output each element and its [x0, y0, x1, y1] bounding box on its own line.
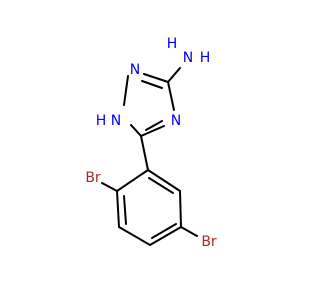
- bond-ph-c4-c5: [149, 226, 182, 246]
- atom-label-br-meta: Br: [201, 234, 217, 250]
- atom-label-amine-h2: H: [200, 50, 211, 66]
- bond-ph-c1-c2: [116, 169, 149, 192]
- bond-ph-c6-c1: [147, 169, 181, 192]
- bond-c3-n2: [143, 73, 169, 83]
- bond-ph-c6-c1-double: [148, 177, 174, 194]
- bond-layer: [101, 67, 198, 246]
- bond-c2-br: [101, 182, 118, 192]
- atom-label-triazole-n4: N: [171, 113, 181, 129]
- atom-label-amine-n: N: [183, 50, 193, 66]
- bond-ph-c3-c4: [118, 226, 151, 246]
- atom-label-triazole-nh: N: [111, 113, 121, 129]
- bond-triazole-phenyl: [140, 135, 149, 171]
- atom-label-triazole-n1: N: [130, 62, 140, 78]
- bond-c5-n4: [140, 125, 165, 137]
- bond-n1-c5: [130, 124, 142, 137]
- bond-ph-c2-c3-double: [123, 195, 127, 225]
- bond-ph-c4-c5-double: [151, 223, 177, 239]
- molecule-structure-diagram: H N H N H N N Br Br: [85, 36, 217, 250]
- bond-n2-n1: [123, 75, 129, 106]
- atom-label-br-ortho: Br: [85, 170, 101, 186]
- atom-label-layer: H N H N H N N Br Br: [85, 36, 217, 250]
- bond-c3-nh2: [167, 67, 181, 83]
- bond-n4-c3: [167, 81, 175, 111]
- bond-c3-n2-double: [141, 80, 163, 89]
- bond-ph-c5-c6: [179, 190, 182, 228]
- bond-ph-c2-c3: [116, 190, 120, 228]
- bond-c5-n4-double: [145, 120, 163, 131]
- atom-label-amine-h: H: [167, 36, 178, 52]
- atom-label-triazole-nh-h: H: [96, 113, 107, 129]
- bond-c5-br: [180, 226, 198, 237]
